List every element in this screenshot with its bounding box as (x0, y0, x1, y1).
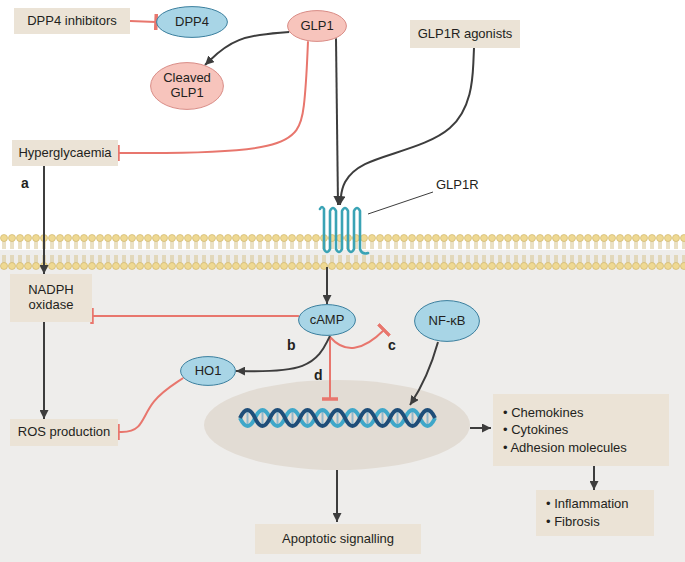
activation-connector (43, 322, 45, 419)
activation-connector (236, 336, 330, 371)
process-box: DPP4 inhibitors (14, 8, 130, 34)
ellipse-shape (288, 11, 347, 42)
inhibition-line (329, 337, 331, 399)
process-box: ROS production (10, 419, 118, 446)
callout-letter: d (314, 368, 323, 382)
node-text: ROS production (18, 425, 111, 440)
node-text: GLP1R (436, 178, 479, 193)
process-box: Apoptotic signalling (255, 524, 421, 554)
outcome-list: • Chemokines• Cytokines• Adhesion molecu… (493, 394, 669, 466)
ellipse-shape (181, 357, 236, 386)
node-text: NADPH oxidase (14, 283, 88, 313)
ellipse-shape (415, 301, 480, 342)
node-text: • Inflammation (546, 495, 629, 513)
molecule-ellipse: cAMP (298, 304, 356, 336)
activation-connector (336, 38, 338, 205)
nucleus (204, 380, 470, 470)
activation-arrow (470, 427, 491, 429)
activation-connector (205, 32, 289, 65)
ellipse-shape (151, 63, 224, 110)
callout-letter: c (388, 338, 396, 352)
receptor-symbol: GLP1R (318, 205, 372, 267)
peptide-ellipse: GLP1 (287, 10, 347, 42)
dna-strand (240, 410, 435, 426)
edge-label: a (21, 176, 29, 190)
activation-arrow (336, 470, 338, 522)
inhibition-connector (118, 378, 183, 432)
activation-connector (593, 466, 595, 490)
node-text: • Chemokines (503, 404, 583, 422)
node-text: Hyperglycaemia (18, 146, 111, 161)
outcome-list: • Inflammation• Fibrosis (536, 490, 654, 536)
receptor-helices (320, 207, 368, 254)
ellipse-shape (299, 305, 356, 336)
activation-arrow (410, 342, 438, 405)
node-text: DPP4 (175, 15, 209, 30)
inhibition-connector (130, 21, 156, 22)
leader-line (368, 192, 433, 214)
process-box: GLP1R agonists (410, 20, 520, 48)
inhibition-connector (118, 41, 308, 153)
node-text: • Fibrosis (546, 513, 600, 531)
node-text: Apoptotic signalling (282, 532, 394, 547)
inhibition-connector (92, 315, 299, 317)
node-text: Cleaved GLP1 (154, 71, 220, 101)
node-text: GLP1R agonists (418, 27, 513, 42)
node-text: • Adhesion molecules (503, 439, 627, 457)
node-text: NF-κB (429, 314, 466, 329)
cytoplasm (0, 250, 685, 562)
receptor-outline (318, 205, 372, 267)
process-box: Hyperglycaemia (12, 140, 118, 166)
node-text: • Cytokines (503, 421, 568, 439)
ellipse-shape (157, 7, 228, 38)
molecule-ellipse: DPP4 (156, 6, 228, 38)
molecule-ellipse: HO1 (180, 356, 236, 386)
peptide-ellipse: Cleaved GLP1 (150, 62, 224, 110)
dna-strand (240, 410, 435, 426)
activation-connector (43, 166, 45, 274)
node-text: HO1 (195, 364, 222, 379)
node-text: cAMP (310, 313, 345, 328)
edge-label: b (287, 338, 296, 352)
process-box: NADPH oxidase (10, 274, 92, 322)
node-text: GLP1 (300, 19, 333, 34)
activation-connector (326, 267, 328, 304)
molecule-ellipse: NF-κB (414, 300, 480, 342)
node-text: DPP4 inhibitors (27, 14, 117, 29)
